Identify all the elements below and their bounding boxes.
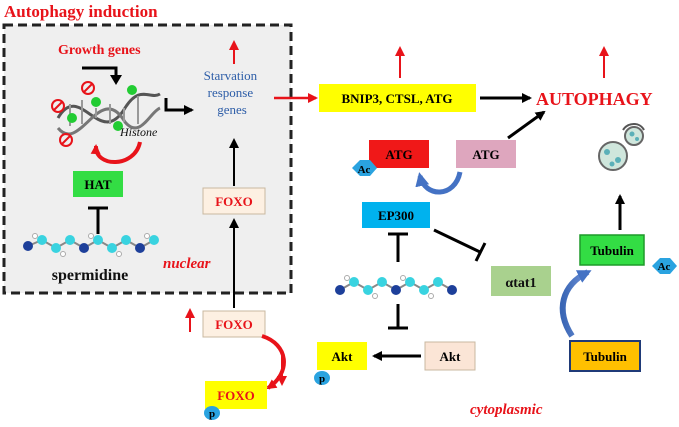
- spermidine-cyto-molecule-icon: [335, 275, 457, 299]
- foxo-cyto-box: [202, 310, 266, 338]
- foxo-phospho-label: FOXO: [217, 388, 255, 403]
- nucleus-region: [2, 23, 293, 295]
- autophagosome-icon: [598, 123, 645, 171]
- autophagy-label: AUTOPHAGY: [536, 89, 653, 109]
- bnip3-ctsl-atg-box: [319, 84, 476, 112]
- foxo-cyto-label: FOXO: [215, 317, 253, 332]
- growth-genes-label: Growth genes: [58, 43, 141, 58]
- atg-box: [456, 140, 516, 168]
- akt-p-badge: [314, 371, 330, 385]
- spermidine-molecule-icon: [23, 233, 159, 257]
- foxo-p-badge: [204, 406, 220, 420]
- foxo-nuclear-label: FOXO: [215, 194, 253, 209]
- tubulin-acetylated-label: Tubulin: [590, 243, 634, 258]
- tubulin-ac-label: Ac: [658, 261, 671, 273]
- atg-ac-badge: [352, 160, 377, 176]
- cytoplasmic-label: cytoplasmic: [470, 402, 543, 418]
- akt-box: [424, 341, 476, 371]
- acetylation-curve-arrow: [415, 171, 463, 195]
- akt-phosphorylates-foxo-curve: [261, 334, 286, 390]
- akt-phospho-label: Akt: [332, 349, 354, 364]
- dna-to-starvation-arrow: [164, 98, 194, 115]
- foxo-phospho-box: [205, 381, 267, 409]
- bnip3-ctsl-atg-label: BNIP3, CTSL, ATG: [341, 91, 452, 106]
- atg-label: ATG: [472, 147, 499, 162]
- diagram-title: Autophagy induction: [4, 2, 158, 21]
- atat1-label: αtat1: [505, 276, 536, 291]
- atg-acetylated-box: [369, 140, 429, 168]
- growth-genes-arrow: [82, 66, 118, 78]
- atg-acetylated-label: ATG: [385, 147, 412, 162]
- foxo-p-label: p: [209, 408, 215, 420]
- hat-label: HAT: [84, 177, 112, 192]
- nuclear-label: nuclear: [163, 256, 211, 272]
- akt-phospho-box: [317, 342, 367, 370]
- histone-label: Histone: [119, 125, 158, 139]
- atg-to-autophagy-arrow: [507, 110, 546, 140]
- histone-cycle-arrow: [90, 141, 142, 164]
- atg-ac-label: Ac: [358, 164, 371, 176]
- ep300-box: [362, 202, 430, 228]
- tubulin-label: Tubulin: [583, 349, 627, 364]
- ep300-inhibits-atat1: [433, 228, 481, 254]
- atat1-box: [491, 266, 551, 296]
- tubulin-ac-badge: [652, 258, 677, 274]
- tubulin-acetylation-arrow: [559, 269, 592, 338]
- ep300-label: EP300: [378, 208, 414, 223]
- tubulin-acetylated-box: [579, 234, 645, 266]
- akt-label: Akt: [440, 349, 462, 364]
- foxo-nuclear-box: [202, 187, 266, 215]
- hat-box: [73, 171, 123, 197]
- starvation-label: Starvation response genes: [204, 68, 261, 117]
- dna-helix-icon: [51, 81, 161, 147]
- tubulin-box: [569, 340, 641, 372]
- spermidine-label: spermidine: [52, 267, 128, 284]
- akt-p-label: p: [319, 373, 325, 385]
